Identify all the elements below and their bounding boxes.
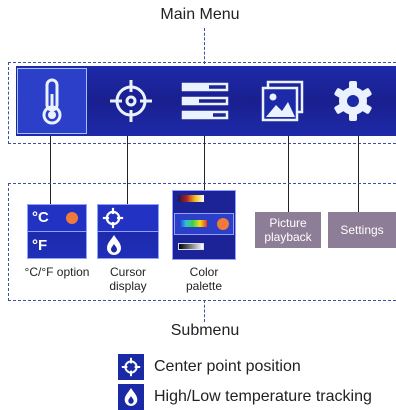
thermometer-icon[interactable] [27,76,77,126]
legend-center-point: Center point position [118,354,301,380]
main-menu-connector [204,28,205,64]
palette-option-rainbow-selected[interactable] [174,213,234,235]
picture-playback-button[interactable]: Picture playback [255,212,321,248]
crosshair-icon[interactable] [106,76,156,126]
indicator-dot [66,212,78,224]
picture-icon[interactable] [258,76,308,126]
submenu-title: Submenu [170,322,240,339]
connector-palette [204,136,205,190]
cursor-label: Cursor display [109,265,147,293]
settings-button[interactable]: Settings [328,212,396,248]
fahrenheit-option[interactable]: °F [28,232,86,258]
submenu-frame [8,183,396,301]
connector-picture [288,136,289,212]
palette-option-ironbow[interactable] [178,195,204,202]
main-menu-frame [8,62,396,144]
connector-temperature [50,136,51,204]
crosshair-icon [102,207,124,229]
indicator-dot [217,218,229,230]
crosshair-icon [118,354,144,380]
color-palette-label: Color palette [185,265,223,293]
temperature-unit-label: °C/°F option [24,265,90,279]
flame-drop-icon [118,384,144,410]
palette-swatch [179,220,207,227]
palette-option-whitehot[interactable] [178,243,204,250]
legend-temperature-tracking: High/Low temperature tracking [118,384,372,410]
cursor-center-option[interactable] [98,205,158,232]
celsius-option[interactable]: °C [28,205,86,232]
legend-temperature-tracking-text: High/Low temperature tracking [154,388,372,405]
connector-settings [358,136,359,212]
palette-bars-icon[interactable] [180,76,230,126]
legend-center-point-text: Center point position [154,358,301,375]
gear-icon[interactable] [328,76,378,126]
main-menu-title: Main Menu [160,6,240,23]
celsius-label: °C [32,209,49,226]
flame-drop-icon [107,235,121,255]
connector-cursor [127,136,128,204]
submenu-connector [204,300,205,322]
fahrenheit-label: °F [32,237,48,254]
cursor-tracking-option[interactable] [98,232,158,258]
